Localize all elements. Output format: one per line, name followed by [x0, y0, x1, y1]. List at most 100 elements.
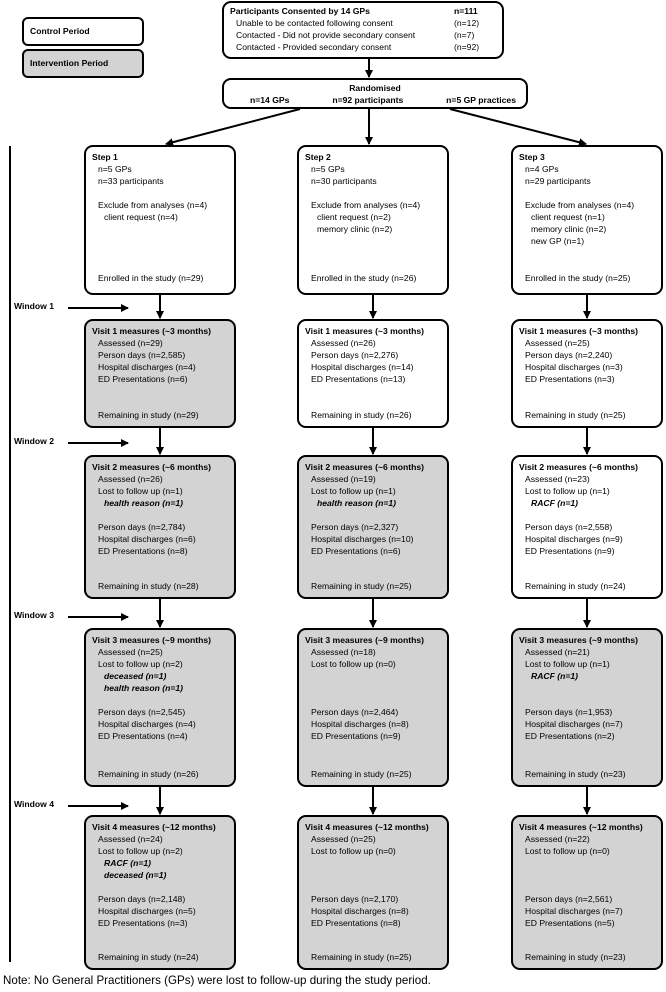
spacer	[519, 869, 655, 881]
randomised-gps: n=14 GPs	[250, 95, 290, 105]
visit-person-days: Person days (n=2,464)	[311, 707, 399, 717]
visit-lost-reason: health reason (n=1)	[104, 683, 184, 693]
visit-3-box: Visit 3 measures (~9 months)Assessed (n=…	[511, 628, 663, 787]
visit-title: Visit 4 measures (~12 months)	[519, 822, 643, 832]
consent-row: Contacted - Did not provide secondary co…	[230, 29, 496, 41]
visit-lost-to-follow-up: Lost to follow up (n=0)	[311, 659, 396, 669]
visit-hospital-discharges: Hospital discharges (n=4)	[98, 362, 196, 372]
visit-assessed: Assessed (n=25)	[98, 647, 163, 657]
visit-ed-presentations: ED Presentations (n=13)	[311, 374, 406, 384]
step-title: Step 2	[305, 152, 331, 162]
visit-assessed: Assessed (n=25)	[525, 338, 590, 348]
step-exclude-reason: new GP (n=1)	[531, 236, 585, 246]
visit-ed-presentations: ED Presentations (n=3)	[525, 374, 615, 384]
visit-lost-to-follow-up: Lost to follow up (n=1)	[98, 486, 183, 496]
visit-remaining: Remaining in study (n=23)	[525, 769, 626, 779]
randomised-participants: n=92 participants	[332, 95, 404, 105]
visit-title: Visit 2 measures (~6 months)	[92, 462, 212, 472]
visit-person-days: Person days (n=2,585)	[98, 350, 186, 360]
visit-ed-presentations: ED Presentations (n=6)	[98, 374, 188, 384]
spacer	[92, 187, 228, 199]
visit-2-box: Visit 2 measures (~6 months)Assessed (n=…	[84, 455, 236, 599]
consent-title: Participants Consented by 14 GPs	[230, 6, 370, 16]
spacer	[92, 509, 228, 521]
visit-hospital-discharges: Hospital discharges (n=5)	[98, 906, 196, 916]
step-exclude-reason: client request (n=4)	[104, 212, 178, 222]
visit-person-days: Person days (n=2,784)	[98, 522, 186, 532]
visit-lost-reason: RACF (n=1)	[531, 671, 579, 681]
visit-remaining: Remaining in study (n=25)	[311, 769, 412, 779]
visit-3-box: Visit 3 measures (~9 months) Assessed (n=…	[84, 628, 236, 787]
randomised-practices: n=5 GP practices	[446, 95, 516, 105]
spacer	[305, 509, 441, 521]
visit-person-days: Person days (n=2,561)	[525, 894, 613, 904]
randomised-to-step-3-arrow	[449, 108, 587, 147]
spacer	[92, 881, 228, 893]
visit-hospital-discharges: Hospital discharges (n=8)	[311, 719, 409, 729]
spacer	[305, 869, 441, 881]
consent-row-label: Contacted - Did not provide secondary co…	[236, 30, 416, 40]
visit-title: Visit 3 measures (~9 months)	[92, 635, 212, 645]
visit-assessed: Assessed (n=26)	[311, 338, 376, 348]
visit-title: Visit 3 measures (~9 months)	[305, 635, 425, 645]
spacer	[305, 857, 441, 869]
visit-assessed: Assessed (n=25)	[311, 834, 376, 844]
window-4-label: Window 4	[14, 799, 55, 809]
visit-title: Visit 1 measures (~3 months)	[305, 326, 425, 336]
visit-remaining: Remaining in study (n=24)	[98, 952, 199, 962]
visit-ed-presentations: ED Presentations (n=8)	[311, 918, 401, 928]
visit-hospital-discharges: Hospital discharges (n=6)	[98, 534, 196, 544]
visit-lost-reason: RACF (n=1)	[531, 498, 579, 508]
visit-title: Visit 1 measures (~3 months)	[92, 326, 212, 336]
randomised-to-step-1-arrow	[165, 108, 301, 147]
consent-row-label: Contacted - Provided secondary consent	[236, 42, 392, 52]
visit-lost-to-follow-up: Lost to follow up (n=1)	[525, 486, 610, 496]
visit-ed-presentations: ED Presentations (n=4)	[98, 731, 188, 741]
visit-remaining: Remaining in study (n=26)	[311, 410, 412, 420]
spacer	[305, 670, 441, 682]
visit-lost-reason: health reason (n=1)	[104, 498, 184, 508]
visit-ed-presentations: ED Presentations (n=9)	[525, 546, 615, 556]
visit-remaining: Remaining in study (n=28)	[98, 581, 199, 591]
step-exclude: Exclude from analyses (n=4)	[525, 200, 635, 210]
consent-rows: Unable to be contacted following consent…	[230, 17, 496, 53]
step-gps: n=5 GPs	[98, 164, 132, 174]
spacer	[519, 509, 655, 521]
step-exclude: Exclude from analyses (n=4)	[311, 200, 421, 210]
step-exclude-reason: client request (n=2)	[317, 212, 391, 222]
visit-person-days: Person days (n=2,170)	[311, 894, 399, 904]
consent-row-count: (n=7)	[454, 30, 475, 40]
visit-assessed: Assessed (n=22)	[525, 834, 590, 844]
visit-assessed: Assessed (n=29)	[98, 338, 163, 348]
consent-total: n=111	[454, 6, 478, 16]
visit-ed-presentations: ED Presentations (n=9)	[311, 731, 401, 741]
consent-row-count: (n=12)	[454, 18, 480, 28]
visit-4-box: Visit 4 measures (~12 months) Assessed (n…	[297, 815, 449, 970]
spacer	[519, 694, 655, 706]
visit-ed-presentations: ED Presentations (n=8)	[98, 546, 188, 556]
consent-title-row: Participants Consented by 14 GPs n=111	[230, 5, 496, 17]
spacer	[305, 187, 441, 199]
spacer	[519, 857, 655, 869]
legend-intervention-period: Intervention Period	[22, 49, 144, 78]
visit-assessed: Assessed (n=23)	[525, 474, 590, 484]
step-gps: n=5 GPs	[311, 164, 345, 174]
visit-4-box: Visit 4 measures (~12 months)Assessed (n…	[84, 815, 236, 970]
visit-assessed: Assessed (n=21)	[525, 647, 590, 657]
window-2-label: Window 2	[14, 436, 55, 446]
visit-lost-to-follow-up: Lost to follow up (n=2)	[98, 846, 183, 856]
randomised-title: Randomised	[349, 83, 401, 93]
legend-control-label: Control Period	[30, 26, 90, 36]
step-exclude-reason: memory clinic (n=2)	[317, 224, 393, 234]
visit-remaining: Remaining in study (n=25)	[311, 952, 412, 962]
spacer	[305, 694, 441, 706]
visit-lost-reason: RACF (n=1)	[104, 858, 152, 868]
visit-lost-reason: deceased (n=1)	[104, 870, 167, 880]
visit-lost-to-follow-up: Lost to follow up (n=2)	[98, 659, 183, 669]
step-participants: n=30 participants	[311, 176, 377, 186]
consent-row-label: Unable to be contacted following consent	[236, 18, 393, 28]
visit-title: Visit 4 measures (~12 months)	[305, 822, 429, 832]
